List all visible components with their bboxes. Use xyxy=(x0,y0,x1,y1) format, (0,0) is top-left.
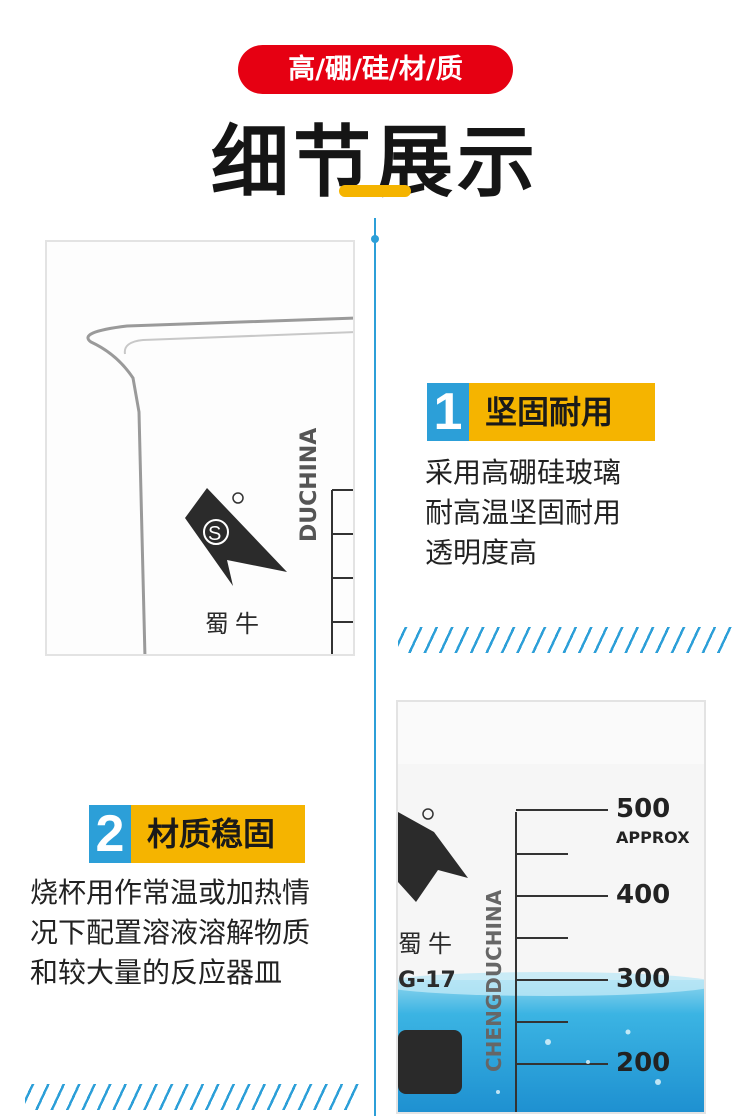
beaker-detail-photo-1: S 蜀牛 DUCHINA xyxy=(45,240,355,656)
scale-label-400: 400 xyxy=(616,880,671,910)
model-label: G-17 xyxy=(398,968,456,993)
timeline-dot xyxy=(371,235,379,243)
feature-2-heading: 2 材质稳固 xyxy=(89,805,305,863)
timeline-line xyxy=(374,218,376,1116)
desc-line: 耐高温坚固耐用 xyxy=(425,496,622,529)
feature-number: 2 xyxy=(89,805,131,863)
beaker-spout-illustration: S xyxy=(86,316,353,654)
scale-label-300: 300 xyxy=(616,964,671,994)
material-badge: 高/硼/硅/材/质 xyxy=(238,45,513,94)
feature-number: 1 xyxy=(427,383,469,441)
logo-mark xyxy=(398,812,468,902)
beaker-detail-photo-2: 500 APPROX 400 300 200 蜀牛 G-17 CHENGDUCH… xyxy=(396,700,706,1114)
brand-label: 蜀牛 xyxy=(205,610,265,638)
vertical-print: CHENGDUCHINA xyxy=(482,889,506,1072)
vertical-print: DUCHINA xyxy=(297,427,322,542)
scale-label-500: 500 xyxy=(616,794,671,824)
scale-label-200: 200 xyxy=(616,1048,671,1078)
feature-title: 材质稳固 xyxy=(131,805,305,863)
beaker-scale-illustration xyxy=(398,764,704,1112)
title-underline xyxy=(339,185,411,197)
desc-line: 采用高硼硅玻璃 xyxy=(425,456,622,489)
desc-line: 况下配置溶液溶解物质 xyxy=(30,916,311,949)
scale-label-approx: APPROX xyxy=(616,828,690,847)
svg-text:S: S xyxy=(208,523,221,545)
feature-1-heading: 1 坚固耐用 xyxy=(427,383,655,441)
feature-title: 坚固耐用 xyxy=(469,383,655,441)
brand-label: 蜀牛 xyxy=(398,930,458,958)
feature-1-description: 采用高硼硅玻璃 耐高温坚固耐用 透明度高 xyxy=(425,453,621,573)
feature-2-description: 烧杯用作常温或加热情 况下配置溶液溶解物质 和较大量的反应器皿 xyxy=(30,873,310,993)
desc-line: 透明度高 xyxy=(425,536,538,569)
logo-mark xyxy=(185,488,287,586)
desc-line: 烧杯用作常温或加热情 xyxy=(30,876,311,909)
desc-line: 和较大量的反应器皿 xyxy=(30,956,283,989)
decorative-stripes xyxy=(25,1084,359,1110)
decorative-stripes xyxy=(398,627,732,653)
